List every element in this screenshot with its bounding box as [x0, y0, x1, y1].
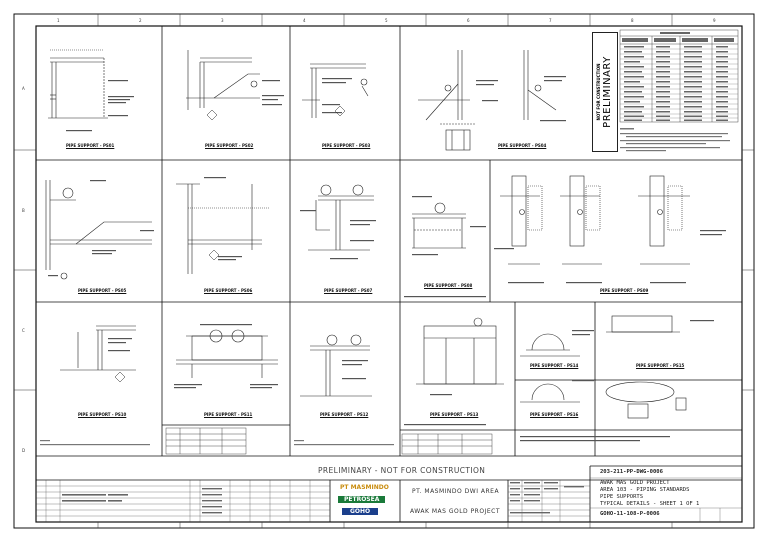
detail-caption: PIPE SUPPORT - PS05 [78, 288, 127, 293]
detail-caption: PIPE SUPPORT - PS15 [636, 363, 685, 368]
svg-text:6: 6 [467, 18, 470, 23]
detail-caption: PIPE SUPPORT - PS01 [66, 143, 115, 148]
title-line: AWAK MAS GOLD PROJECT [600, 480, 670, 486]
preliminary-stamp: NOT FOR CONSTRUCTION PRELIMINARY [592, 32, 618, 152]
drawing-number: 203-211-PP-DWG-0006 [600, 469, 663, 475]
detail-caption: PIPE SUPPORT - PS07 [324, 288, 373, 293]
svg-text:C: C [22, 328, 25, 333]
company-logo-goho: GOHO [342, 508, 379, 515]
detail-caption: PIPE SUPPORT - PS10 [78, 412, 127, 417]
title-line: PIPE SUPPORTS [600, 494, 644, 500]
detail-caption: PIPE SUPPORT - PS08 [424, 283, 473, 288]
svg-text:B: B [22, 208, 25, 213]
company-logo-masmindo: PT MASMINDO [340, 484, 389, 491]
svg-text:8: 8 [631, 18, 634, 23]
detail-caption: PIPE SUPPORT - PS11 [204, 412, 253, 417]
project-name: AWAK MAS GOLD PROJECT [410, 508, 500, 515]
svg-text:7: 7 [549, 18, 552, 23]
stamp-big-text: PRELIMINARY [602, 56, 613, 128]
svg-text:1: 1 [57, 18, 60, 23]
detail-caption: PIPE SUPPORT - PS02 [205, 143, 254, 148]
detail-caption: PIPE SUPPORT - PS13 [430, 412, 479, 417]
title-line: AREA 103 - PIPING STANDARDS [600, 487, 690, 493]
svg-text:A: A [22, 86, 25, 91]
document-reference: GOHO-11-108-P-0006 [600, 511, 660, 517]
company-logo-petrosea: PETROSEA [338, 496, 386, 503]
svg-text:D: D [22, 448, 25, 453]
stamp-small-text: NOT FOR CONSTRUCTION [596, 63, 601, 121]
title-line: TYPICAL DETAILS - SHEET 1 OF 1 [600, 501, 700, 507]
svg-text:5: 5 [385, 18, 388, 23]
svg-text:2: 2 [139, 18, 142, 23]
svg-text:3: 3 [221, 18, 224, 23]
detail-caption: PIPE SUPPORT - PS12 [320, 412, 369, 417]
preliminary-banner: PRELIMINARY - NOT FOR CONSTRUCTION [318, 466, 486, 475]
detail-caption: PIPE SUPPORT - PS04 [498, 143, 547, 148]
svg-text:4: 4 [303, 18, 306, 23]
svg-text:9: 9 [713, 18, 716, 23]
detail-caption: PIPE SUPPORT - PS03 [322, 143, 371, 148]
detail-caption: PIPE SUPPORT - PS16 [530, 412, 579, 417]
project-owner: PT. MASMINDO DWI AREA [412, 488, 500, 495]
detail-caption: PIPE SUPPORT - PS09 [600, 288, 649, 293]
detail-caption: PIPE SUPPORT - PS14 [530, 363, 579, 368]
detail-caption: PIPE SUPPORT - PS06 [204, 288, 253, 293]
